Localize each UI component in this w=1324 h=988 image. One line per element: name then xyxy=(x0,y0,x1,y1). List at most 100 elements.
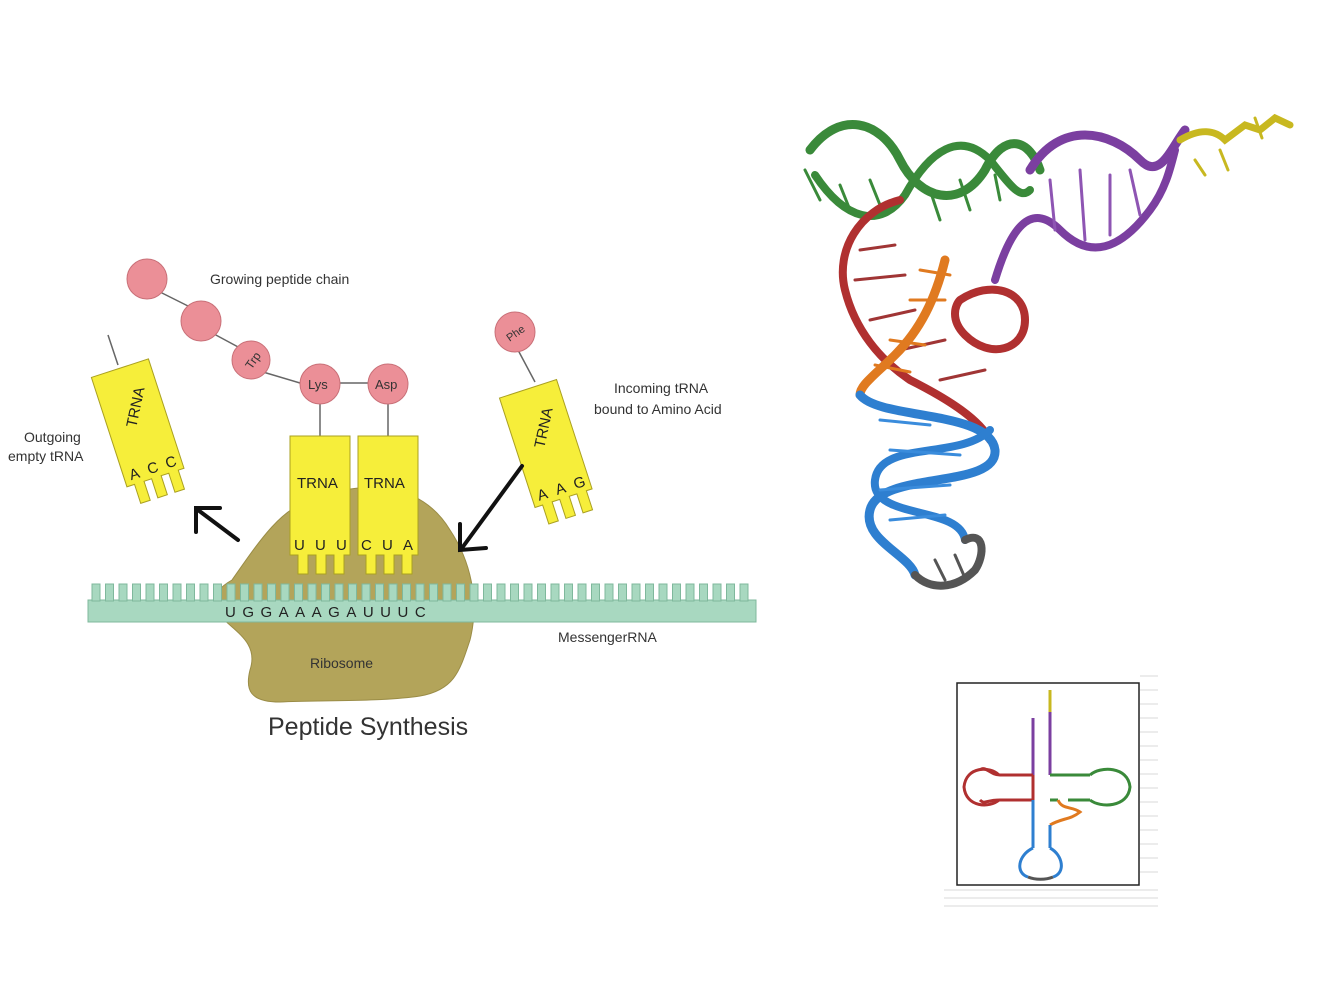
mrna-tooth xyxy=(618,583,627,602)
mrna-tooth xyxy=(145,583,155,602)
helix-red-loop xyxy=(951,285,1030,354)
mrna-tooth xyxy=(375,583,384,602)
outgoing-label-1: Outgoing xyxy=(24,429,81,445)
mrna-tooth xyxy=(712,583,722,602)
amino-acid-trp xyxy=(231,340,271,380)
helix-green-strand-1 xyxy=(805,120,1045,200)
mrna-tooth xyxy=(172,583,182,602)
amino-acid-asp-label: Asp xyxy=(375,377,397,392)
trna-right-base-2: U xyxy=(382,537,393,554)
mrna-tooth xyxy=(240,583,249,602)
schematic-anticodon-bottom xyxy=(1027,875,1054,881)
helix-purple-strand-1 xyxy=(1025,125,1190,175)
peptide-bonds xyxy=(107,291,536,436)
amino-acid-2 xyxy=(180,300,222,342)
schematic-acceptor-stem xyxy=(1031,712,1052,775)
mrna-tooth xyxy=(321,583,330,602)
helix-green-strand-2 xyxy=(811,141,1034,221)
trna-outgoing-base-2: C xyxy=(145,459,161,479)
schematic-variable-loop xyxy=(1049,799,1083,827)
growing-chain-label: Growing peptide chain xyxy=(210,271,349,287)
mrna-tooth xyxy=(496,583,506,602)
mrna-tooth xyxy=(469,583,479,602)
diagram-caption: Peptide Synthesis xyxy=(268,713,468,741)
schematic-frame xyxy=(956,682,1140,886)
trna-right-label: TRNA xyxy=(364,475,405,492)
helix-blue-bases xyxy=(878,418,962,522)
mrna-strip xyxy=(87,583,757,623)
mrna-tooth xyxy=(685,583,695,602)
arrow-outgoing xyxy=(194,506,240,542)
helix-purple-strand-2 xyxy=(991,146,1179,284)
ribosome-label: Ribosome xyxy=(310,655,373,671)
incoming-label-1: Incoming tRNA xyxy=(614,380,709,396)
anticodon-loop xyxy=(911,533,986,590)
schematic-t-loop xyxy=(1088,767,1132,807)
trna-outgoing: TRNA A C C xyxy=(90,358,186,505)
helix-green-bases xyxy=(803,168,1002,222)
mrna-tooth xyxy=(307,583,317,602)
trna-site-left: TRNA U U U xyxy=(289,435,351,575)
mrna-tooth xyxy=(253,583,263,602)
amino-acid-lys xyxy=(299,363,341,405)
helix-blue-strand-2 xyxy=(870,426,994,544)
trna-right-base-1: C xyxy=(361,537,372,554)
mrna-tooth xyxy=(91,583,101,602)
mrna-tooth xyxy=(550,583,560,602)
arrow-incoming xyxy=(458,464,524,553)
mrna-tooth xyxy=(159,583,168,602)
mrna-tooth xyxy=(523,583,533,602)
incoming-label-2: bound to Amino Acid xyxy=(594,401,722,417)
trna-outgoing-base-1: A xyxy=(127,465,142,484)
helix-orange-bases xyxy=(873,268,952,374)
schematic-anticodon-loop xyxy=(1018,846,1063,879)
mrna-tooth xyxy=(672,583,681,602)
helix-purple-bases xyxy=(1048,168,1142,242)
helix-orange-strand xyxy=(855,255,950,400)
mrna-tooth xyxy=(415,583,425,602)
mrna-tooth xyxy=(577,583,587,602)
mrna-tooth xyxy=(186,583,195,602)
trna-incoming: TRNA A A G xyxy=(498,378,594,525)
mrna-tooth xyxy=(658,583,668,602)
mrna-tooth xyxy=(199,583,209,602)
mrna-tooth xyxy=(294,583,303,602)
mrna-tooth xyxy=(132,583,141,602)
mrna-sequence: UGGAAAGAUUUC xyxy=(225,604,432,621)
trna-left-base-2: U xyxy=(315,537,326,554)
mrna-tooth xyxy=(226,583,236,602)
background-lines xyxy=(944,675,1158,907)
mrna-tooth xyxy=(564,583,573,602)
helix-red-bases xyxy=(853,243,987,382)
mrna-tooth xyxy=(280,583,290,602)
amino-acid-phe xyxy=(494,311,536,353)
mrna-tooth xyxy=(739,583,749,602)
cca-tail-bases xyxy=(1193,116,1264,177)
trna-incoming-base-3: G xyxy=(571,473,587,493)
trna-left-base-3: U xyxy=(336,537,347,554)
mrna-tooth xyxy=(699,583,708,602)
mrna-tooth xyxy=(483,583,492,602)
anticodon-bases xyxy=(933,553,967,582)
trna-outgoing-base-3: C xyxy=(163,453,179,473)
cloverleaf-schematic xyxy=(944,675,1158,907)
mrna-tooth xyxy=(442,583,452,602)
mrna-tooth xyxy=(645,583,654,602)
mrna-tooth xyxy=(334,583,344,602)
amino-acid-lys-label: Lys xyxy=(308,377,328,392)
mrna-tooth xyxy=(348,583,357,602)
mrna-tooth xyxy=(604,583,614,602)
mrna-tooth xyxy=(537,583,546,602)
schematic-t-arm-stem xyxy=(1050,773,1090,802)
amino-acids xyxy=(126,258,536,405)
mrna-tooth xyxy=(429,583,438,602)
trna-site-right: TRNA C U A xyxy=(357,435,419,575)
amino-acid-1 xyxy=(126,258,168,300)
amino-acid-asp xyxy=(367,363,409,405)
mrna-tooth xyxy=(456,583,465,602)
trna-incoming-base-2: A xyxy=(553,480,568,499)
mrna-tooth xyxy=(402,583,411,602)
mrna-tooth xyxy=(591,583,600,602)
trna-left-label: TRNA xyxy=(297,475,338,492)
